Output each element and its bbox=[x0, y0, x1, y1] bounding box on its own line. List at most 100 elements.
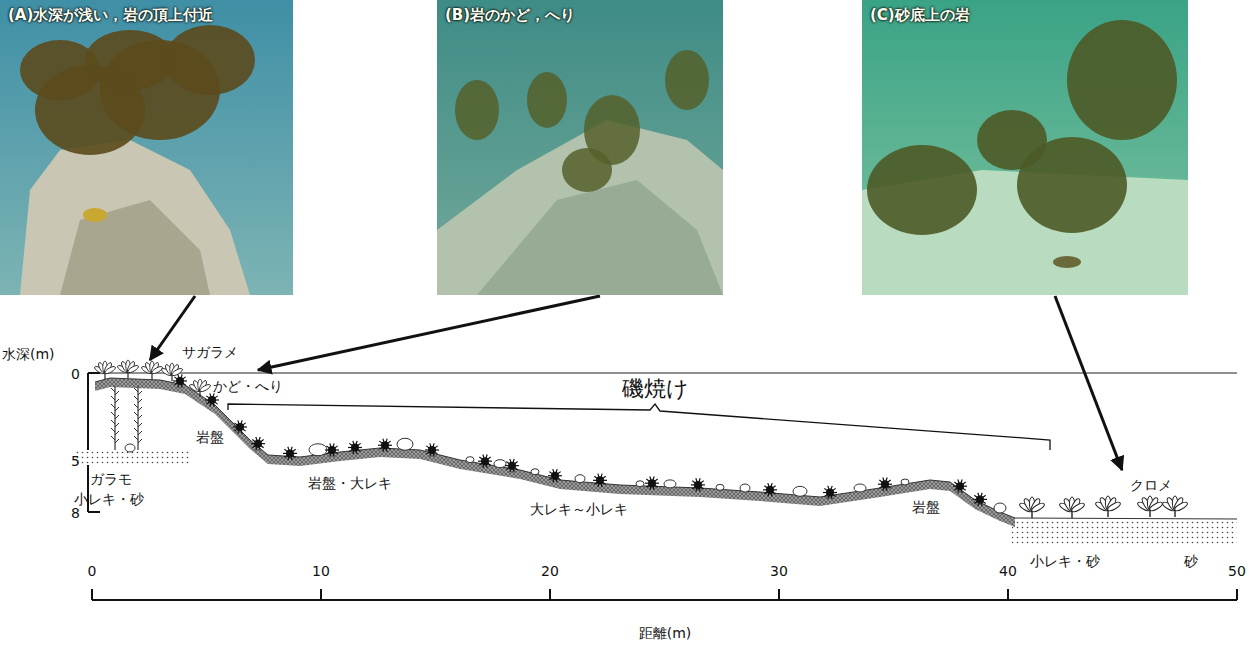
boulder bbox=[575, 475, 585, 483]
urchin-body bbox=[976, 495, 984, 503]
garamo-leaf bbox=[134, 396, 142, 403]
kelp-blade bbox=[1107, 501, 1122, 513]
urchin-body bbox=[508, 462, 516, 470]
distance-value: 10 bbox=[312, 562, 330, 580]
urchin-body bbox=[826, 489, 834, 497]
urchin-body bbox=[956, 482, 964, 490]
kelp-tuft bbox=[665, 50, 709, 110]
distance-tick bbox=[549, 589, 551, 600]
water bbox=[0, 0, 293, 295]
sea-urchin bbox=[378, 439, 392, 452]
distance-tick bbox=[320, 589, 322, 600]
seafloor-line bbox=[95, 378, 1015, 518]
distance-value: 20 bbox=[541, 562, 559, 580]
sea-urchin bbox=[973, 493, 987, 506]
sea-urchin bbox=[953, 480, 967, 493]
garamo-leaf bbox=[111, 388, 119, 395]
underwater-photo bbox=[862, 0, 1188, 295]
water-surface bbox=[88, 372, 1237, 373]
photo-panel: (A)水深が浅い，岩の頂上付近 bbox=[0, 0, 293, 295]
underwater-photo bbox=[437, 0, 723, 295]
kelp-symbol bbox=[161, 363, 184, 381]
boulder bbox=[901, 479, 909, 485]
kelp-blade bbox=[171, 367, 184, 377]
range-bracket bbox=[228, 404, 1050, 450]
garamo-leaf bbox=[111, 396, 119, 403]
distance-value: 30 bbox=[770, 562, 788, 580]
garamo-leaf bbox=[111, 412, 119, 419]
urchin-body bbox=[428, 446, 436, 454]
distance-tick bbox=[778, 589, 780, 600]
boulder bbox=[494, 460, 506, 468]
garamo-leaf bbox=[134, 420, 142, 427]
boulder bbox=[793, 486, 807, 496]
urchin-body bbox=[176, 377, 184, 385]
kelp-tuft bbox=[455, 80, 499, 140]
sea-urchin bbox=[505, 459, 519, 472]
sea-urchin bbox=[251, 437, 265, 450]
urchin-body bbox=[551, 472, 559, 480]
rock-band bbox=[95, 378, 1015, 527]
kelp-symbol bbox=[1137, 496, 1164, 517]
sand-surface bbox=[1015, 518, 1237, 519]
kelp-blade bbox=[1149, 501, 1164, 513]
distance-axis bbox=[92, 599, 1237, 601]
substrate-label: 岩盤 bbox=[196, 428, 224, 446]
boulder bbox=[636, 481, 644, 487]
garamo-symbol bbox=[134, 386, 142, 450]
garamo-leaf bbox=[111, 436, 119, 443]
kelp-clump bbox=[977, 110, 1047, 170]
underwater-photo bbox=[0, 0, 293, 295]
garamo-leaf bbox=[111, 420, 119, 427]
garamo-symbol bbox=[111, 386, 119, 450]
species-label: クロメ bbox=[1130, 476, 1172, 494]
rock bbox=[437, 120, 723, 295]
urchin-body bbox=[208, 396, 216, 404]
leader-arrow bbox=[1055, 296, 1122, 470]
garamo-leaf bbox=[134, 436, 142, 443]
sea-urchin bbox=[823, 486, 837, 499]
kelp-clump bbox=[1067, 20, 1177, 140]
photo-caption: (B)岩のかど，へり bbox=[445, 6, 575, 25]
sand-area bbox=[1012, 518, 1237, 546]
kelp-blade bbox=[127, 364, 140, 374]
urchin-body bbox=[648, 479, 656, 487]
substrate-label: 砂 bbox=[1184, 552, 1198, 570]
sea-urchin bbox=[548, 469, 562, 482]
urchin-body bbox=[351, 444, 359, 452]
water bbox=[437, 0, 723, 295]
kelp-blade bbox=[1071, 502, 1086, 514]
photo-caption: (C)砂底上の岩 bbox=[870, 6, 970, 25]
kelp-symbol bbox=[1095, 496, 1122, 517]
substrate-label: 岩盤 bbox=[912, 498, 940, 516]
fish bbox=[1053, 256, 1081, 268]
distance-value: 50 bbox=[1228, 562, 1246, 580]
species-label: ガラモ bbox=[90, 470, 132, 488]
garamo-leaf bbox=[134, 404, 142, 411]
garamo-leaf bbox=[111, 428, 119, 435]
boulder bbox=[664, 480, 676, 488]
sea-urchin bbox=[325, 443, 339, 456]
sea-urchin bbox=[348, 441, 362, 454]
kelp-symbol bbox=[94, 361, 117, 379]
kelp-blade bbox=[199, 383, 212, 393]
distance-value: 40 bbox=[999, 562, 1017, 580]
pebble bbox=[125, 444, 135, 452]
substrate-label: 岩盤・大レキ bbox=[308, 474, 392, 492]
photo-panel: (B)岩のかど，へり bbox=[437, 0, 723, 295]
kelp-canopy bbox=[85, 30, 175, 90]
species-label: サガラメ bbox=[182, 343, 238, 361]
garamo-leaf bbox=[134, 388, 142, 395]
kelp-blade bbox=[104, 365, 117, 375]
boulder bbox=[531, 469, 539, 475]
sea-urchin bbox=[645, 477, 659, 490]
photo-caption: (A)水深が浅い，岩の頂上付近 bbox=[8, 6, 213, 25]
axis-title: 距離(m) bbox=[639, 624, 692, 642]
urchin-body bbox=[881, 480, 889, 488]
kelp-canopy bbox=[165, 25, 255, 95]
urchin-body bbox=[236, 423, 244, 431]
depth-tick bbox=[88, 372, 100, 374]
boulder bbox=[994, 503, 1006, 513]
kelp-symbol bbox=[1162, 496, 1189, 517]
